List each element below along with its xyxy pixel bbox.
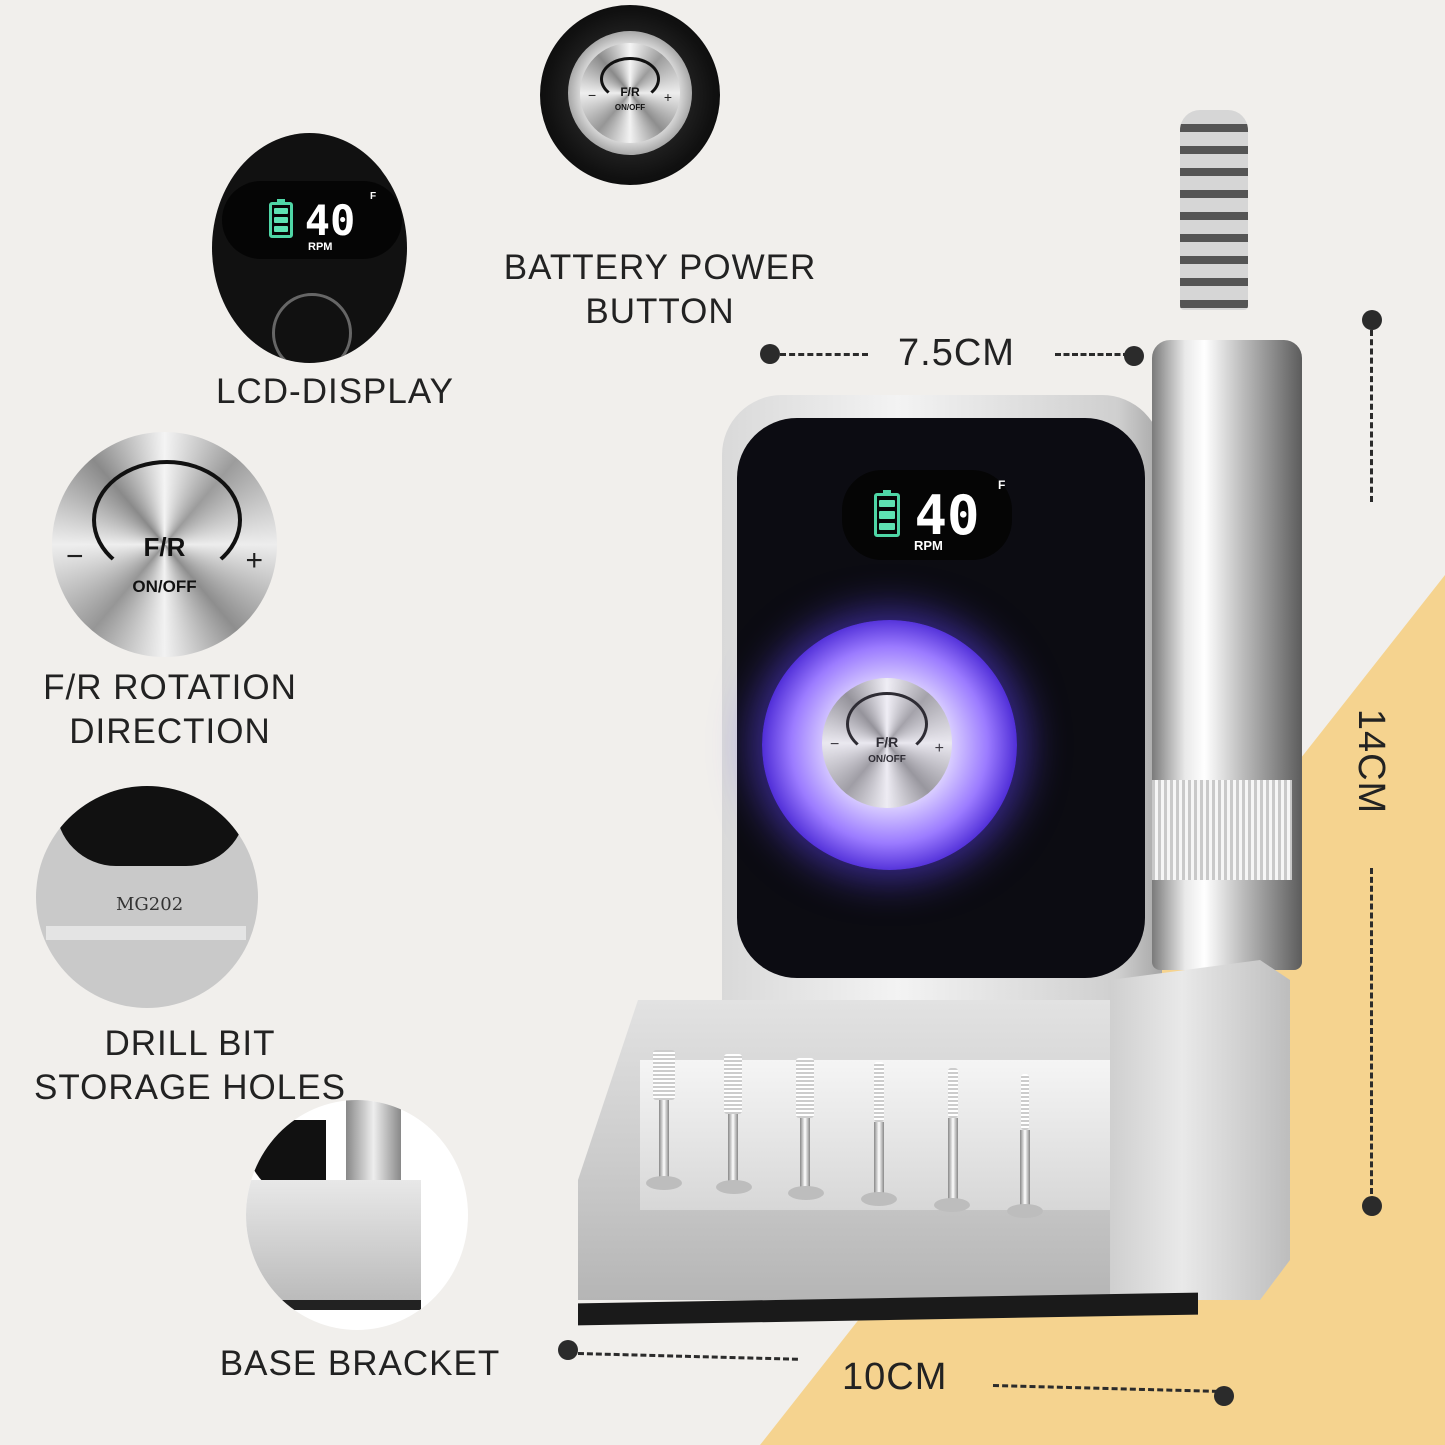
base-bracket-detail-image: [246, 1100, 468, 1330]
lcd-display-detail-image: 40 F RPM: [212, 133, 407, 363]
bit-rail: [46, 926, 246, 940]
rotation-arrow-icon: [92, 460, 242, 580]
dimension-endpoint-dot: [1362, 1196, 1382, 1216]
knob-fr-label: F/R: [620, 85, 640, 99]
lcd-speed-value: 40: [304, 195, 356, 245]
lcd-rpm-label: RPM: [308, 241, 333, 253]
dimension-endpoint-dot: [558, 1340, 578, 1360]
power-button-ring: F/R ON/OFF − +: [568, 31, 692, 155]
speed-knob-glow[interactable]: F/R ON/OFF − +: [762, 620, 1017, 870]
knob-onoff-label: ON/OFF: [614, 103, 646, 112]
callout-label-fr-rotation: F/R ROTATION DIRECTION: [43, 668, 297, 751]
dimension-endpoint-dot: [1214, 1386, 1234, 1406]
handpiece-holder: [1110, 960, 1290, 1300]
callout-label-power-button: BATTERY POWER BUTTON: [503, 248, 817, 331]
main-lcd-speed-value: 40: [914, 483, 980, 547]
knob-fr-label: F/R: [143, 532, 186, 562]
plus-icon: +: [934, 740, 944, 757]
dimension-endpoint-dot: [1124, 346, 1144, 366]
dimension-width-base: 10CM: [842, 1356, 948, 1398]
main-lcd-screen: 40 F RPM: [842, 470, 1012, 560]
callout-label-lcd-display: LCD-DISPLAY: [216, 372, 454, 411]
knob-onoff-label: ON/OFF: [132, 577, 197, 596]
fr-rotation-detail-image: F/R ON/OFF − +: [52, 432, 277, 657]
dimension-line: [1370, 330, 1373, 502]
dimension-line: [780, 353, 868, 356]
drill-bit-storage-detail-image: MG202: [36, 786, 258, 1008]
knob-fr-label: F/R: [875, 734, 899, 750]
minus-icon: −: [830, 736, 840, 753]
battery-icon: [874, 493, 901, 537]
knob-face: F/R ON/OFF − +: [580, 43, 680, 143]
main-lcd-rpm-label: RPM: [914, 538, 943, 553]
handpiece-partial: [346, 1100, 401, 1180]
panel-partial: [56, 786, 246, 866]
lcd-unit-superscript: F: [370, 191, 377, 202]
base-partial: [246, 1180, 421, 1300]
minus-icon: −: [66, 540, 84, 573]
dimension-line: [1370, 868, 1373, 1194]
dimension-height: 14CM: [1350, 708, 1393, 815]
dimension-line: [577, 1352, 798, 1361]
dimension-endpoint-dot: [760, 344, 780, 364]
power-cord: [1180, 110, 1248, 310]
callout-label-base-bracket: BASE BRACKET: [219, 1344, 501, 1383]
speed-knob[interactable]: F/R ON/OFF − +: [822, 678, 952, 808]
dimension-endpoint-dot: [1362, 310, 1382, 330]
knob-partial: [272, 293, 352, 363]
dimension-line: [1055, 353, 1129, 356]
rotation-arrow-icon: [846, 692, 928, 756]
knob-onoff-label: ON/OFF: [868, 754, 906, 765]
callout-label-drill-bit-storage: DRILL BIT STORAGE HOLES: [34, 1024, 346, 1107]
model-label: MG202: [116, 894, 184, 915]
rotation-arrow-icon: [600, 57, 660, 101]
handpiece-grip: [1152, 780, 1292, 880]
plus-icon: +: [663, 89, 672, 105]
main-lcd-unit-superscript: F: [998, 478, 1006, 492]
base-foot: [246, 1300, 421, 1310]
minus-icon: −: [588, 87, 597, 103]
battery-icon: [268, 202, 293, 238]
lcd-screen: 40 F RPM: [222, 181, 402, 259]
power-button-detail-image: F/R ON/OFF − +: [540, 5, 720, 185]
plus-icon: +: [245, 544, 263, 577]
dimension-width-top: 7.5CM: [898, 332, 1015, 374]
